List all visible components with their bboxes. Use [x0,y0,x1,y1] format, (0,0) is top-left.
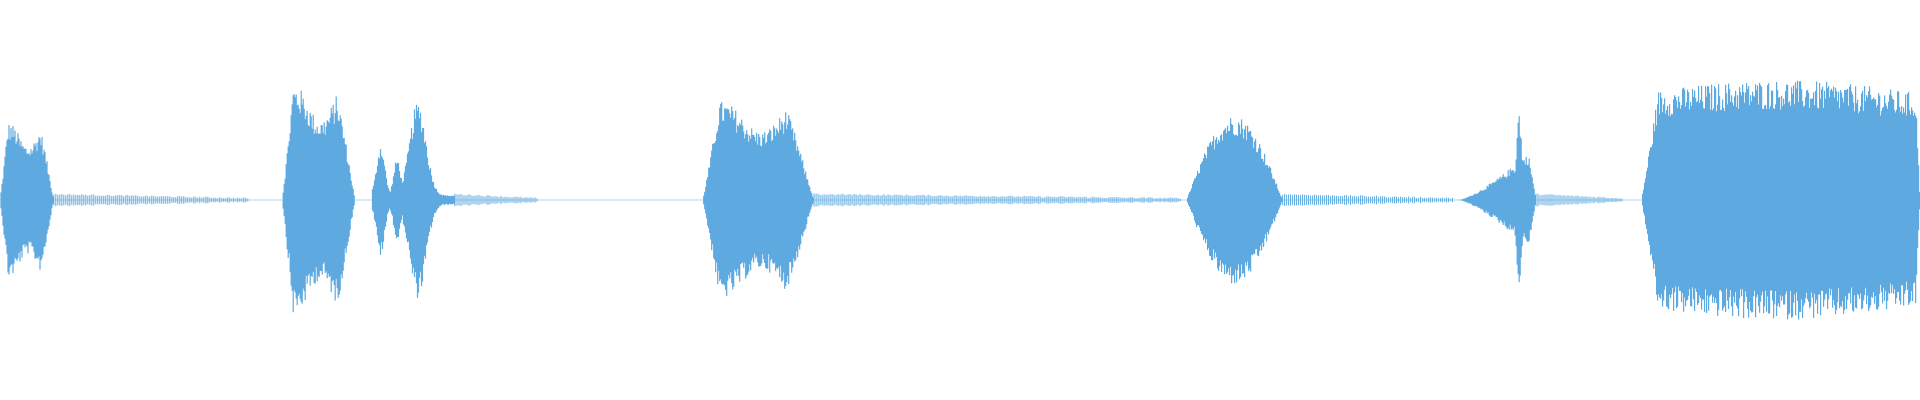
sound-burst-5-wave [1187,118,1283,284]
sound-burst-2-wave [282,90,355,313]
decay-tail-5 [1535,193,1623,207]
sound-burst-3-wave [371,104,456,298]
waveform-segments [0,80,1920,320]
decay-tail-3 [813,193,1181,207]
sound-burst-7 [1642,80,1920,320]
decay-tail-2 [454,193,538,207]
sound-burst-5 [1187,118,1283,284]
waveform-tails [53,193,1623,207]
sound-burst-4 [703,102,815,296]
sound-burst-6 [1459,116,1536,283]
sound-burst-3 [371,104,456,298]
sound-burst-4-wave [703,102,815,296]
decay-tail-4 [1282,193,1454,207]
sound-burst-6-wave [1459,116,1536,283]
sound-burst-1 [0,125,54,275]
sound-burst-2 [282,90,355,313]
decay-tail-1 [53,193,249,207]
sound-burst-1-wave [0,125,54,275]
sound-burst-7-wave [1642,80,1920,320]
